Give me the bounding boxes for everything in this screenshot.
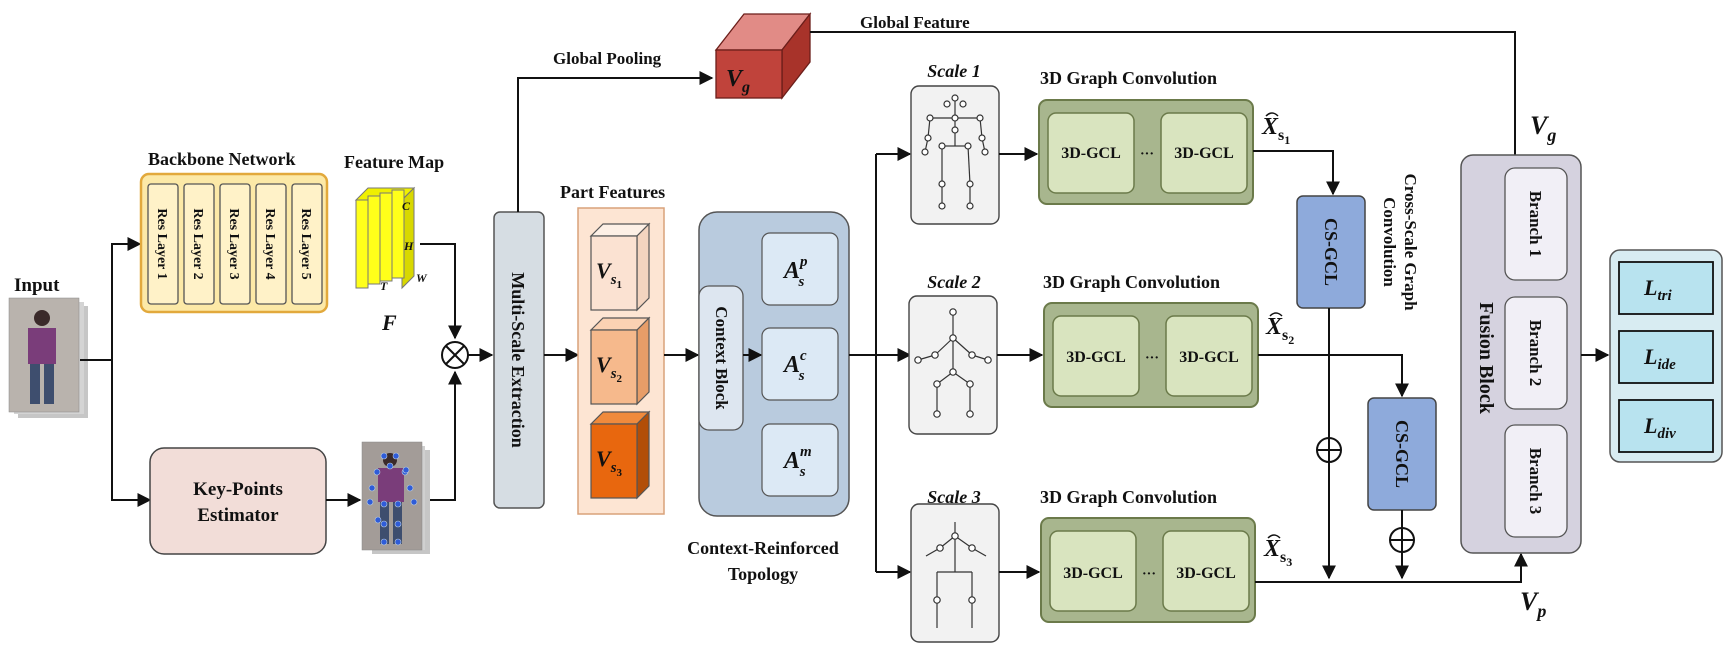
add-operator-2	[1389, 527, 1415, 553]
fm-dim-w: W	[416, 271, 428, 285]
scale-1-dots: ···	[1140, 147, 1154, 162]
res-layer-5: Res Layer 5	[298, 208, 313, 279]
loss-ide-box	[1618, 330, 1714, 384]
scale-1-gcl-a	[1047, 112, 1135, 194]
scale-2-gcl-a	[1052, 315, 1140, 397]
backbone-title: Backbone Network	[148, 149, 296, 169]
cs-gcl-title-1: Cross-Scale Graph	[1401, 173, 1420, 311]
adjacency-matrices	[761, 232, 839, 497]
context-title-1: Context-Reinforced	[687, 538, 839, 558]
branch-3	[1504, 424, 1568, 538]
scale-2-graph	[914, 308, 992, 418]
scale-2-gc-title: 3D Graph Convolution	[1043, 272, 1220, 292]
feature-map-cube: C H W T	[354, 186, 428, 293]
scale-2-gcl-a-label: 3D-GCL	[1066, 349, 1126, 366]
feature-map-title: Feature Map	[344, 152, 444, 172]
loss-div-box	[1618, 399, 1714, 453]
multiply-operator	[441, 341, 469, 369]
scale-2-output: Xs2	[1265, 314, 1294, 347]
branch-1-label: Branch 1	[1526, 191, 1545, 258]
keypoints-label-1: Key-Points	[193, 479, 283, 500]
scale-3-gcl-b	[1162, 530, 1250, 612]
keypoints-image	[361, 441, 430, 554]
scale-1-gcl-a-label: 3D-GCL	[1061, 145, 1121, 162]
branch-2	[1504, 296, 1568, 410]
vg-symbol: Vg	[726, 66, 750, 96]
scale-2-dots: ···	[1145, 351, 1159, 366]
part-feature-v2: Vs2	[596, 352, 623, 385]
scale-3-gcl-b-label: 3D-GCL	[1176, 565, 1236, 582]
scale-3-gcl-a-label: 3D-GCL	[1063, 565, 1123, 582]
scale-2-gcl-b-label: 3D-GCL	[1179, 349, 1239, 366]
global-feature-label: Global Feature	[860, 13, 970, 32]
res-layer-1: Res Layer 1	[154, 208, 169, 279]
branch-1	[1504, 167, 1568, 281]
branch-3-label: Branch 3	[1526, 448, 1545, 515]
part-feature-v3: Vs3	[596, 446, 623, 479]
scale-3-label: Scale 3	[927, 487, 981, 507]
scale-3-gcl-a	[1049, 530, 1137, 612]
res-layer-3: Res Layer 3	[226, 208, 241, 279]
input-image	[8, 297, 88, 418]
keypoints-label-2: Estimator	[197, 505, 279, 526]
fusion-vg-symbol: Vg	[1530, 111, 1556, 145]
add-operator-1	[1316, 437, 1342, 463]
cs-gcl-2-label: CS-GCL	[1392, 420, 1412, 488]
vg-cube	[714, 12, 812, 100]
backbone-layers: Res Layer 1 Res Layer 2 Res Layer 3 Res …	[147, 183, 323, 305]
context-block	[698, 285, 744, 431]
feature-map-symbol: F	[381, 310, 397, 335]
cs-gcl-1-label: CS-GCL	[1321, 218, 1341, 286]
loss-tri-box	[1618, 261, 1714, 315]
scale-1-gcl-b	[1160, 112, 1248, 194]
scale-3-dots: ···	[1142, 567, 1156, 582]
scale-2-label: Scale 2	[927, 272, 981, 292]
scale-3-graph	[925, 522, 987, 628]
scale-1-gcl-b-label: 3D-GCL	[1174, 145, 1234, 162]
fusion-vp-symbol: Vp	[1520, 587, 1546, 621]
loss-ide: Lide	[1643, 344, 1676, 373]
part-features-title: Part Features	[560, 182, 665, 202]
res-layer-4: Res Layer 4	[262, 208, 277, 279]
global-pooling-label: Global Pooling	[553, 49, 662, 68]
fm-dim-h: H	[403, 239, 414, 253]
keypoints-estimator	[149, 447, 327, 555]
scale-1-gc-title: 3D Graph Convolution	[1040, 68, 1217, 88]
part-feature-cubes	[589, 222, 651, 500]
scale-1-graph	[921, 94, 989, 210]
cs-gcl-title-2: Convolution	[1380, 197, 1399, 287]
fm-dim-c: C	[402, 199, 411, 213]
scale-1-output: Xs1	[1261, 114, 1290, 147]
res-layer-2: Res Layer 2	[190, 208, 205, 279]
part-feature-v1: Vs1	[596, 258, 622, 291]
context-block-label: Context Block	[712, 306, 731, 410]
input-label: Input	[14, 275, 60, 296]
loss-div: Ldiv	[1643, 413, 1676, 442]
multi-scale-label: Multi-Scale Extraction	[508, 272, 528, 447]
fusion-block-label: Fusion Block	[1475, 302, 1497, 415]
scale-2-gcl-b	[1165, 315, 1253, 397]
loss-tri: Ltri	[1643, 275, 1672, 304]
scale-3-gc-title: 3D Graph Convolution	[1040, 487, 1217, 507]
scale-3-output: Xs3	[1263, 536, 1292, 569]
scale-1-label: Scale 1	[927, 61, 981, 81]
context-title-2: Topology	[728, 564, 798, 584]
fm-dim-t: T	[380, 279, 388, 293]
branch-2-label: Branch 2	[1526, 320, 1545, 387]
cs-gcl-block-1	[1296, 195, 1366, 309]
